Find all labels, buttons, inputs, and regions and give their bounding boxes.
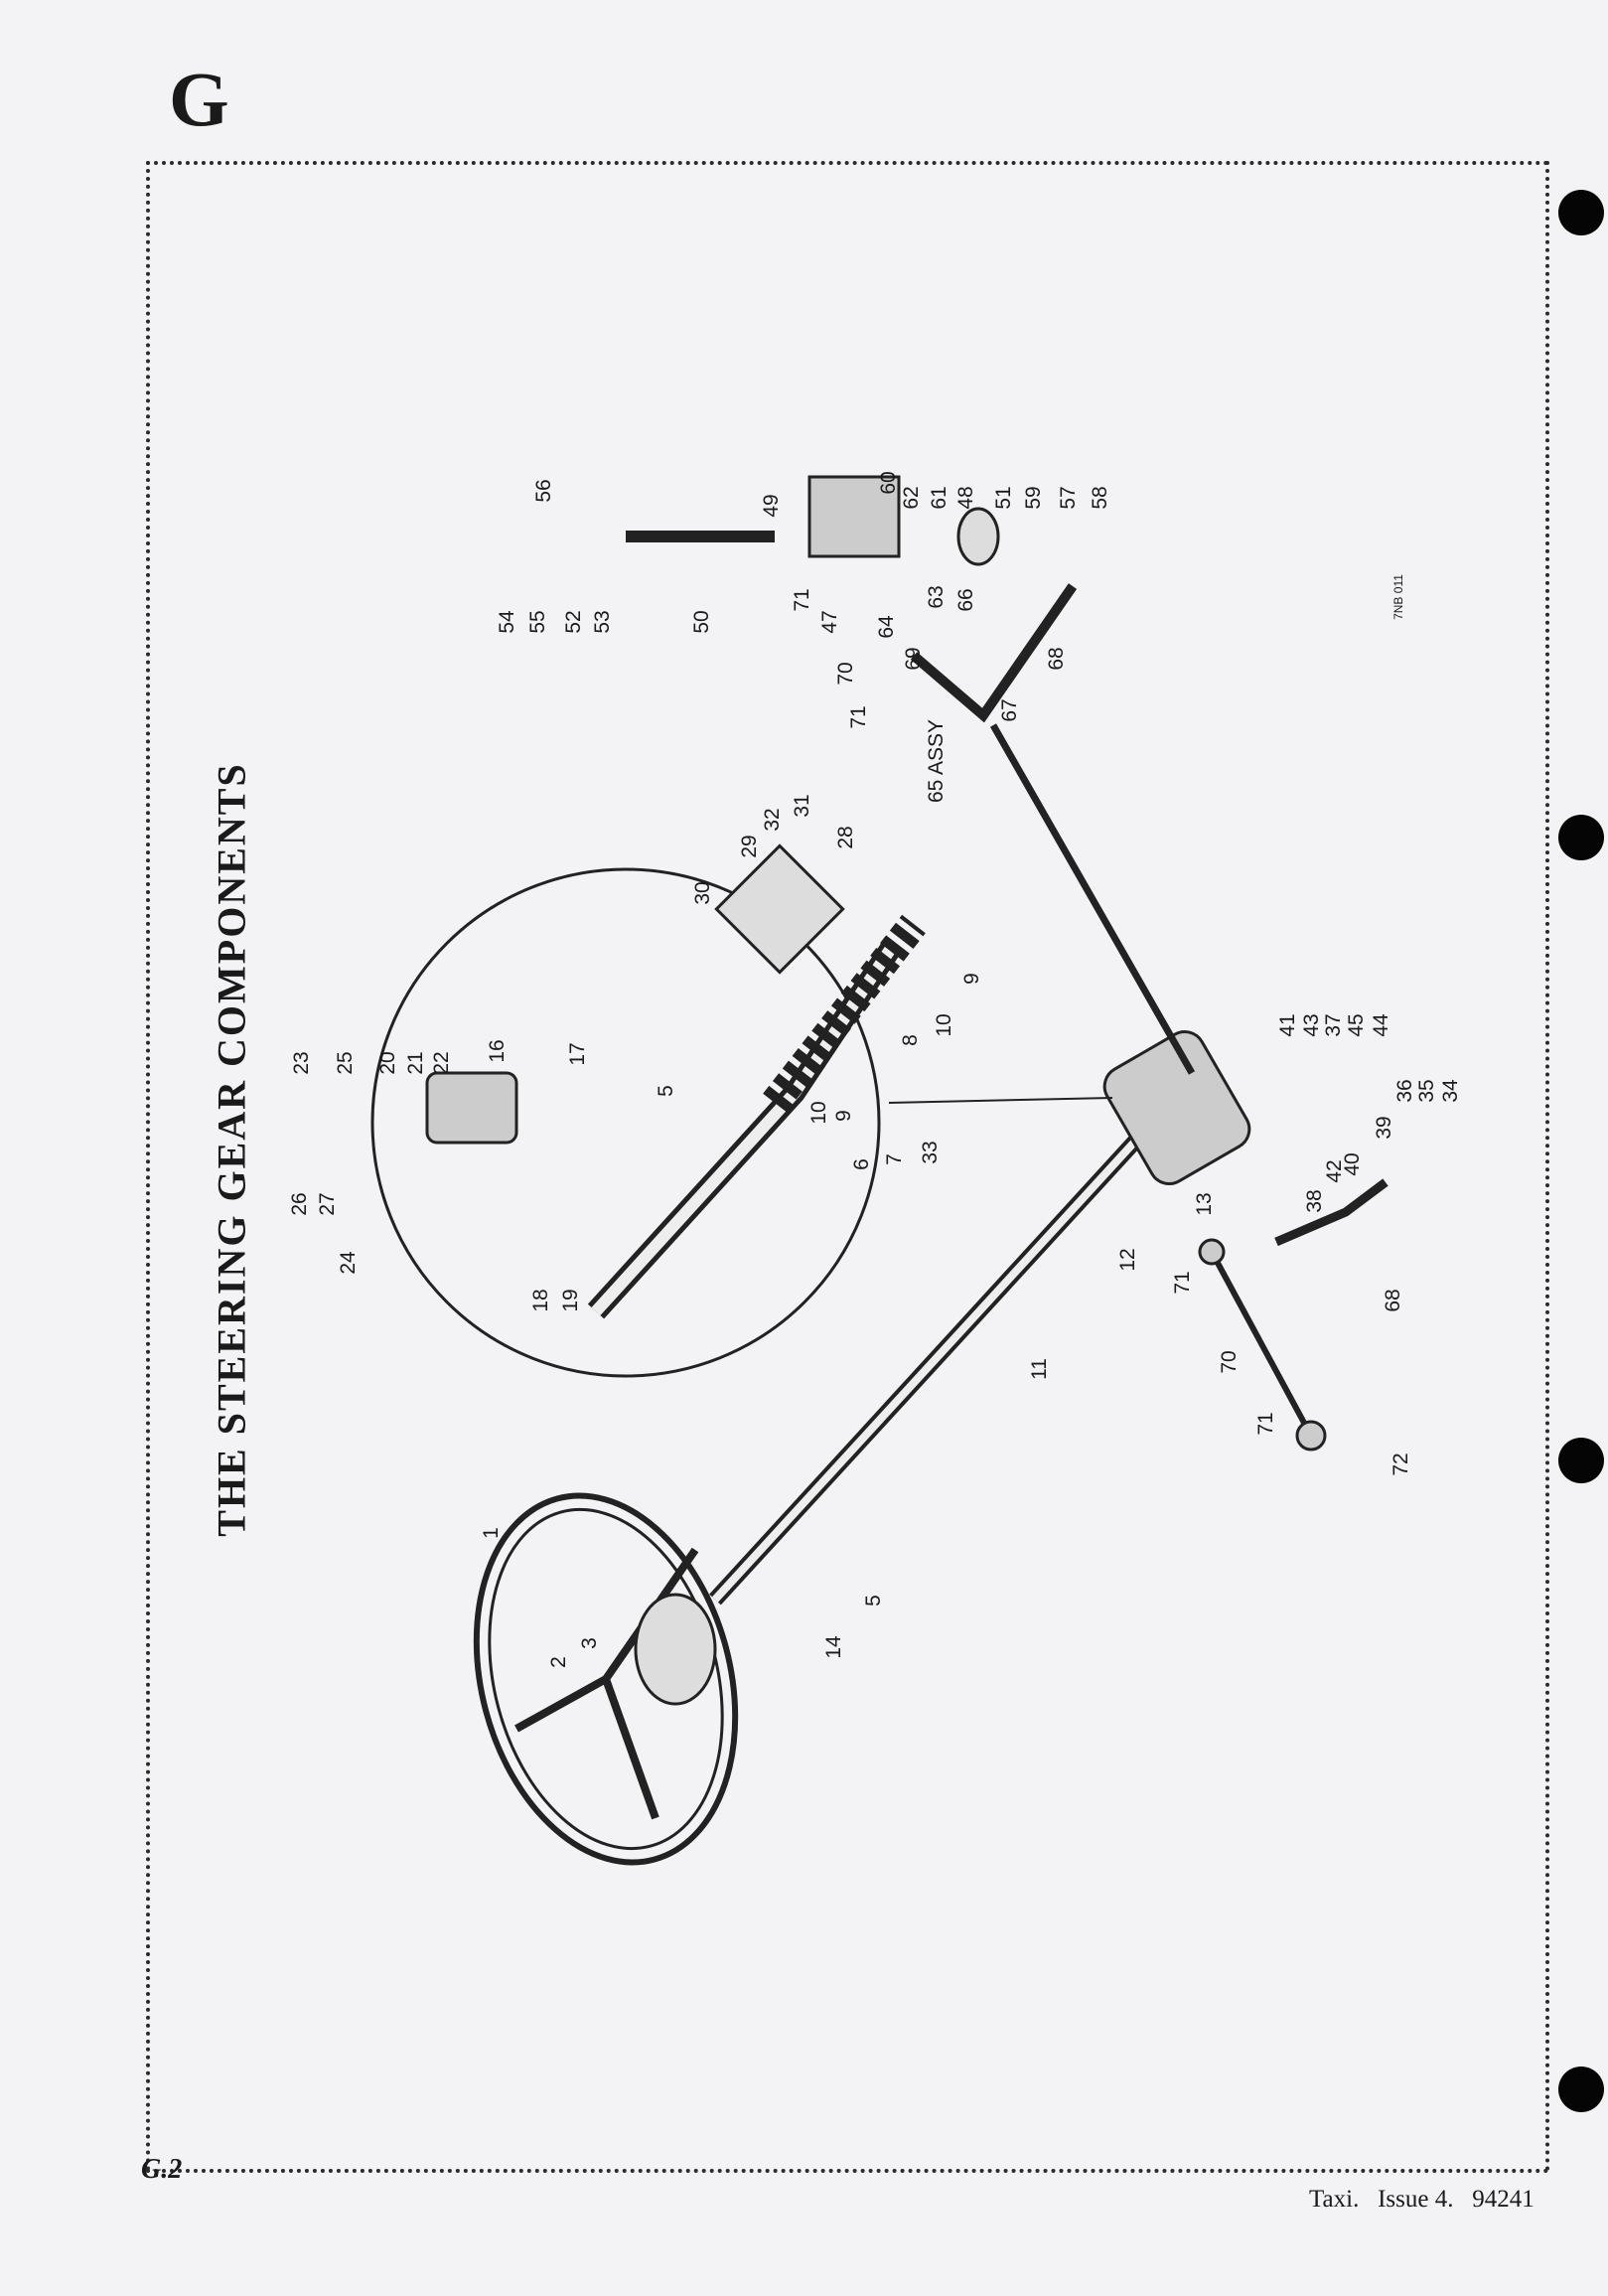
part-callout: 64 [875, 615, 898, 639]
binder-hole [1558, 1438, 1604, 1483]
part-callout: 20 [376, 1051, 399, 1075]
part-callout: 70 [834, 662, 857, 686]
part-callout: 17 [566, 1042, 589, 1066]
pointer-arrow [888, 1097, 1113, 1104]
part-callout: 6 [850, 1158, 873, 1170]
part-callout: 72 [1389, 1453, 1412, 1476]
part-callout: 47 [818, 610, 841, 634]
track-rod [989, 723, 1196, 1075]
part-callout: 61 [928, 486, 950, 510]
part-callout: 33 [919, 1141, 942, 1164]
wheel-hub [634, 1593, 717, 1706]
part-callout: 13 [1193, 1192, 1216, 1216]
part-callout: 39 [1373, 1116, 1395, 1140]
part-callout: 43 [1300, 1013, 1323, 1037]
binder-hole [1558, 815, 1604, 860]
drawing-reference: 7NB 011 [1391, 574, 1405, 620]
page-number: G.2 [141, 2154, 183, 2185]
part-callout: 9 [960, 973, 983, 985]
part-callout: 14 [822, 1635, 845, 1659]
part-callout: 34 [1439, 1079, 1462, 1103]
part-callout: 71 [791, 588, 813, 612]
part-callout: 27 [316, 1192, 339, 1216]
part-callout: 31 [791, 794, 813, 818]
part-callout: 41 [1276, 1013, 1299, 1037]
part-callout: 10 [933, 1013, 955, 1037]
part-callout: 58 [1089, 486, 1111, 510]
part-callout: 62 [900, 486, 923, 510]
part-callout: 1 [480, 1527, 503, 1539]
part-callout: 48 [954, 486, 977, 510]
part-callout: 65 ASSY [925, 718, 948, 804]
part-callout: 12 [1116, 1248, 1139, 1272]
part-callout: 36 [1393, 1079, 1416, 1103]
part-callout: 69 [902, 647, 925, 671]
part-callout: 68 [1045, 647, 1068, 671]
worm-shaft [763, 914, 926, 1113]
part-callout: 25 [334, 1051, 357, 1075]
part-callout: 51 [992, 486, 1015, 510]
steering-box [1102, 1030, 1251, 1185]
idler-bracket [807, 475, 901, 558]
part-callout: 44 [1370, 1013, 1392, 1037]
part-callout: 11 [1028, 1358, 1051, 1380]
part-callout: 19 [559, 1289, 582, 1312]
drag-link [1209, 1250, 1314, 1438]
part-callout: 8 [899, 1034, 922, 1046]
part-callout: 29 [738, 835, 761, 858]
part-callout: 56 [532, 479, 555, 503]
part-callout: 63 [925, 585, 948, 609]
part-callout: 2 [547, 1656, 570, 1668]
part-callout: 52 [562, 610, 585, 634]
part-callout: 49 [760, 494, 783, 518]
part-callout: 60 [877, 471, 900, 495]
part-callout: 37 [1322, 1013, 1345, 1037]
part-callout: 21 [404, 1051, 427, 1075]
section-letter: G [169, 56, 229, 142]
part-callout: 22 [430, 1051, 453, 1075]
part-callout: 16 [486, 1039, 509, 1063]
part-callout: 35 [1415, 1079, 1438, 1103]
part-callout: 28 [834, 826, 857, 849]
footer-text: Taxi. Issue 4. 94241 [1309, 2186, 1535, 2213]
part-callout: 53 [591, 610, 614, 634]
part-callout: 71 [847, 705, 870, 729]
steering-wheel [473, 1492, 739, 1866]
part-callout: 7 [883, 1153, 906, 1165]
part-callout: 66 [954, 588, 977, 612]
part-callout: 55 [526, 610, 549, 634]
part-callout: 67 [998, 698, 1021, 722]
page-border [146, 161, 1549, 2173]
part-callout: 71 [1254, 1412, 1277, 1436]
binder-hole [1558, 2066, 1604, 2112]
part-callout: 68 [1382, 1289, 1404, 1312]
part-callout: 71 [1171, 1271, 1194, 1295]
part-callout: 10 [807, 1101, 830, 1125]
part-callout: 38 [1303, 1189, 1326, 1213]
part-callout: 5 [655, 1085, 677, 1097]
part-callout: 24 [337, 1251, 360, 1275]
part-callout: 59 [1022, 486, 1045, 510]
part-callout: 57 [1057, 486, 1080, 510]
part-callout: 70 [1218, 1350, 1241, 1374]
part-callout: 54 [496, 610, 518, 634]
part-callout: 23 [290, 1051, 313, 1075]
part-callout: 18 [529, 1289, 552, 1312]
part-callout: 45 [1345, 1013, 1368, 1037]
part-callout: 5 [862, 1595, 885, 1607]
part-callout: 40 [1341, 1152, 1364, 1176]
detail-circle [370, 867, 881, 1378]
part-callout: 9 [832, 1110, 855, 1122]
part-callout: 50 [690, 610, 713, 634]
part-callout: 32 [761, 808, 784, 832]
part-callout: 26 [288, 1192, 311, 1216]
binder-hole [1558, 190, 1604, 235]
part-callout: 3 [578, 1637, 601, 1649]
part-callout: 30 [691, 881, 714, 905]
